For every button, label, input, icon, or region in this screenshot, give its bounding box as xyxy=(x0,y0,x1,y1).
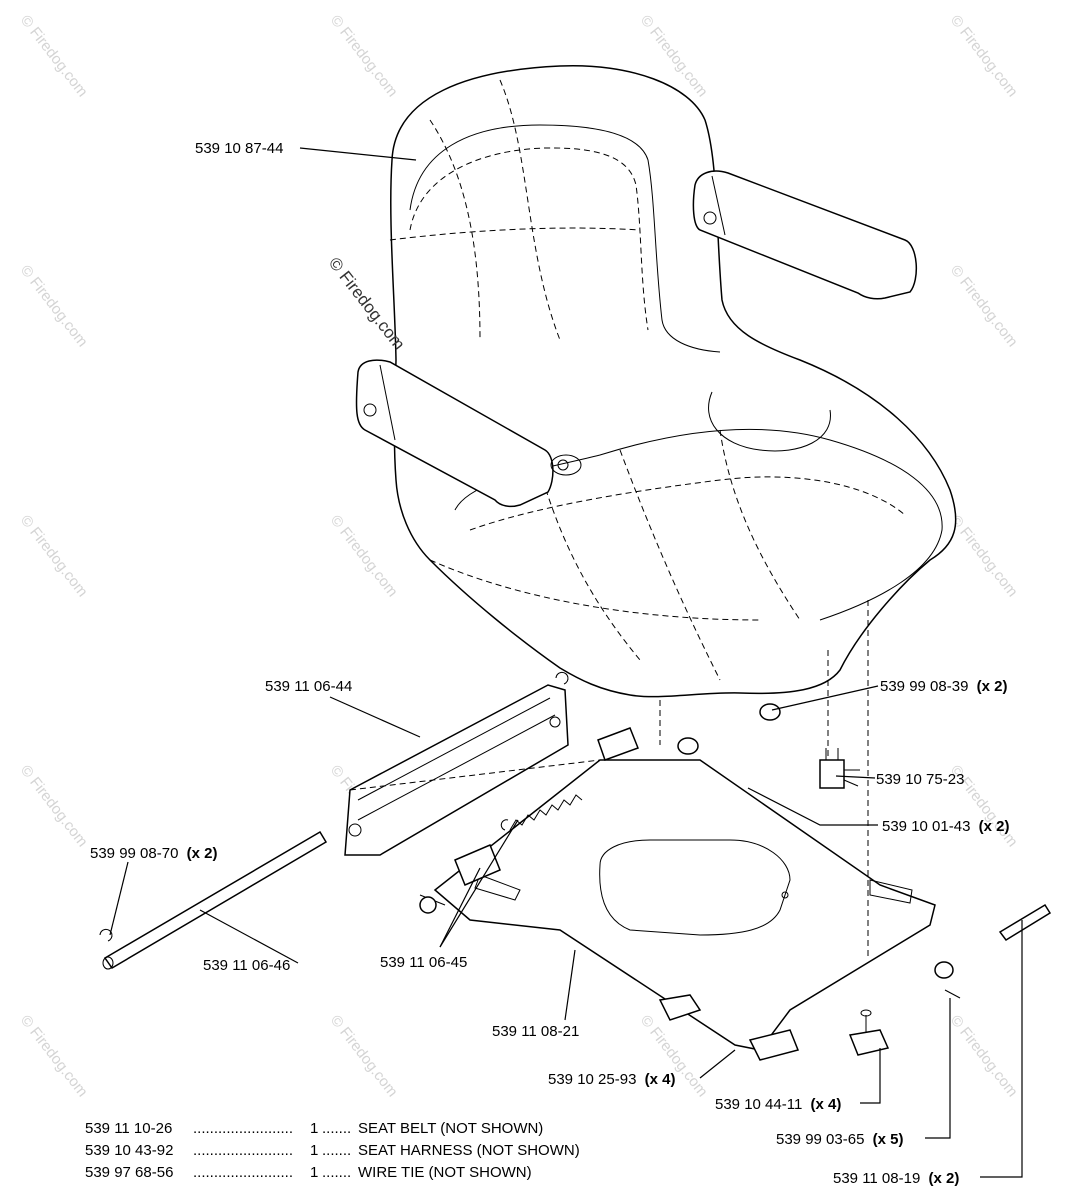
watermark: © Firedog.com xyxy=(327,512,401,600)
rollers-illustration xyxy=(454,703,954,1061)
quantity: (x 2) xyxy=(977,678,1008,695)
clevis-pin-illustration xyxy=(944,903,1052,999)
seat-illustration xyxy=(355,64,957,698)
watermark: © Firedog.com xyxy=(327,12,401,100)
leader-dots: ........................ xyxy=(193,1164,293,1181)
part-number: 539 10 43-92 xyxy=(85,1142,173,1159)
callout-seat: 539 10 87-44 xyxy=(195,140,283,157)
quantity: (x 2) xyxy=(187,845,218,862)
description: SEAT BELT (NOT SHOWN) xyxy=(358,1120,543,1137)
part-number: 539 97 68-56 xyxy=(85,1164,173,1181)
watermark: © Firedog.com xyxy=(327,1012,401,1100)
watermark: © Firedog.com xyxy=(17,262,91,350)
leader-dots: ....... xyxy=(322,1120,351,1137)
callout-hinge-nut: 539 99 08-39 (x 2) xyxy=(880,678,1007,695)
quantity: (x 2) xyxy=(928,1170,959,1187)
callout-cotter-pin: 539 99 03-65 (x 5) xyxy=(776,1131,903,1148)
callout-knob: 539 10 25-93 (x 4) xyxy=(548,1071,675,1088)
part-number: 539 99 08-70 xyxy=(90,845,178,862)
callout-seat-bracket: 539 11 06-44 xyxy=(265,678,352,695)
part-number: 539 11 08-19 xyxy=(833,1170,920,1187)
quantity: (x 5) xyxy=(873,1131,904,1148)
watermark: © Firedog.com xyxy=(17,12,91,100)
watermark: © Firedog.com xyxy=(947,512,1021,600)
parts-list-row: 539 10 43-92 ........................ 1 … xyxy=(85,1142,580,1159)
watermark: © Firedog.com xyxy=(17,512,91,600)
parts-list: 539 11 10-26 ........................ 1 … xyxy=(85,1120,580,1181)
part-number: 539 10 44-11 xyxy=(715,1096,802,1113)
leader-dots: ....... xyxy=(322,1142,351,1159)
part-number: 539 10 25-93 xyxy=(548,1071,636,1088)
watermark: © Firedog.com xyxy=(17,1012,91,1100)
callout-retainer: 539 99 08-70 (x 2) xyxy=(90,845,217,862)
part-number: 539 10 01-43 xyxy=(882,818,970,835)
knob-bolts-illustration xyxy=(658,994,890,1056)
quantity: (x 4) xyxy=(810,1096,841,1113)
watermark: © Firedog.com xyxy=(947,12,1021,100)
watermark: © Firedog.com xyxy=(947,1012,1021,1100)
part-number: 539 99 03-65 xyxy=(776,1131,864,1148)
seat-pan-illustration xyxy=(419,759,936,1051)
callout-pivot-rod: 539 11 06-46 xyxy=(203,957,290,974)
part-number: 539 11 10-26 xyxy=(85,1120,172,1137)
description: SEAT HARNESS (NOT SHOWN) xyxy=(358,1142,580,1159)
watermark: © Firedog.com xyxy=(947,262,1021,350)
leader-dots: ....... xyxy=(322,1164,351,1181)
leader-lines xyxy=(109,147,1023,1178)
alignment-lines xyxy=(349,600,869,960)
quantity: (x 2) xyxy=(979,818,1010,835)
watermark: © Firedog.com xyxy=(17,762,91,850)
part-number: 539 99 08-39 xyxy=(880,678,968,695)
callout-knob-bolt: 539 10 44-11 (x 4) xyxy=(715,1096,841,1113)
description: WIRE TIE (NOT SHOWN) xyxy=(358,1164,532,1181)
spring-illustration xyxy=(500,794,583,831)
pivot-rod-illustration xyxy=(99,830,328,970)
parts-list-row: 539 11 10-26 ........................ 1 … xyxy=(85,1120,543,1137)
seat-switch-illustration xyxy=(819,748,860,789)
seat-bracket-illustration xyxy=(344,671,569,856)
callout-seat-switch: 539 10 75-23 xyxy=(876,771,964,788)
callout-clevis-pin: 539 11 08-19 (x 2) xyxy=(833,1170,959,1187)
quantity: 1 xyxy=(310,1164,318,1181)
quantity: (x 4) xyxy=(645,1071,676,1088)
parts-list-row: 539 97 68-56 ........................ 1 … xyxy=(85,1164,532,1181)
quantity: 1 xyxy=(310,1142,318,1159)
callout-spring: 539 11 06-45 xyxy=(380,954,467,971)
callout-hinge-bolt: 539 10 01-43 (x 2) xyxy=(882,818,1009,835)
leader-dots: ........................ xyxy=(193,1142,293,1159)
quantity: 1 xyxy=(310,1120,318,1137)
callout-seat-pan: 539 11 08-21 xyxy=(492,1023,579,1040)
leader-dots: ........................ xyxy=(193,1120,293,1137)
